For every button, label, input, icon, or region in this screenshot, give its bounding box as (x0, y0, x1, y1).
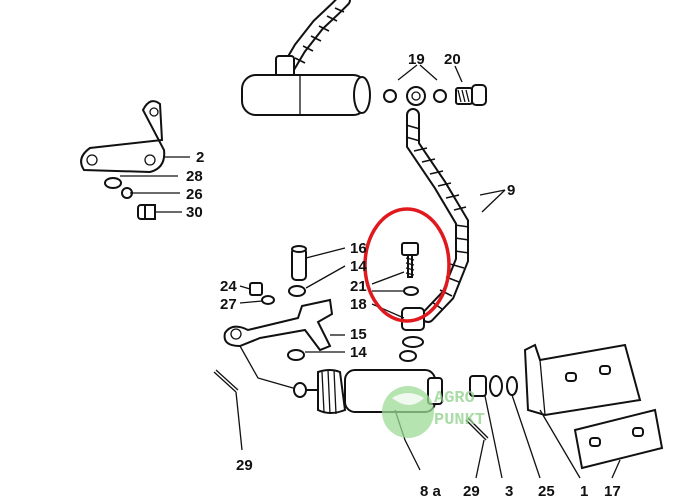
clamp-plate (573, 408, 664, 479)
reservoir-cylinder (241, 74, 371, 116)
label-18: 18 (350, 296, 367, 313)
label-28: 28 (186, 168, 203, 185)
label-1: 1 (580, 483, 588, 500)
label-17: 17 (604, 483, 621, 500)
mounting-bracket (523, 343, 642, 479)
label-29-right: 29 (463, 483, 480, 500)
label-26: 26 (186, 186, 203, 203)
label-21: 21 (350, 278, 367, 295)
watermark-line2: PUNKT (434, 411, 485, 430)
label-24: 24 (220, 278, 237, 295)
label-9: 9 (507, 182, 515, 199)
label-8a: 8 a (420, 483, 442, 500)
release-lever (223, 298, 345, 391)
pin-group (288, 245, 346, 297)
watermark-logo: AGRO PUNKT (382, 386, 485, 438)
bolt-group (371, 242, 425, 362)
label-29-left: 29 (236, 457, 253, 474)
label-2: 2 (196, 149, 204, 166)
small-fittings-24-27 (239, 282, 275, 305)
banjo-fitting-group (383, 64, 487, 106)
label-25: 25 (538, 483, 555, 500)
highlight-circle (363, 207, 451, 323)
label-15: 15 (350, 326, 367, 343)
upper-hose (275, 0, 351, 79)
fittings-3-25 (469, 375, 541, 479)
cotter-pin-right (465, 417, 489, 479)
label-14-top: 14 (350, 258, 367, 275)
label-3: 3 (505, 483, 513, 500)
lower-hose (405, 108, 506, 323)
label-27: 27 (220, 296, 237, 313)
cotter-pin-left (213, 369, 243, 451)
label-30: 30 (186, 204, 203, 221)
label-14-bottom: 14 (350, 344, 367, 361)
label-16: 16 (350, 240, 367, 257)
label-20: 20 (444, 51, 461, 68)
watermark-line1: AGRO (434, 389, 475, 408)
bracket-group (80, 100, 190, 220)
label-19: 19 (408, 51, 425, 68)
